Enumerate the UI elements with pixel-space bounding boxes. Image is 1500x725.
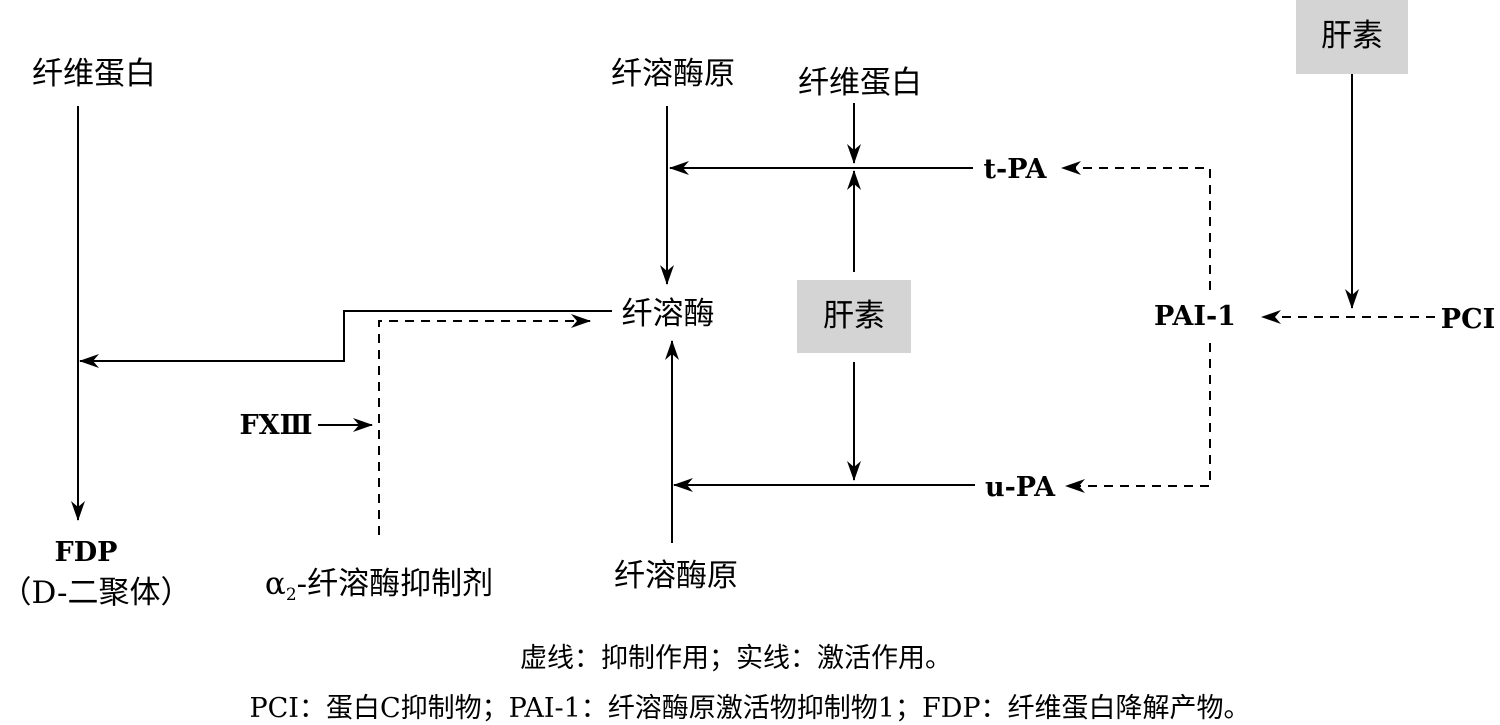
legend-line-types: 虚线：抑制作用；实线：激活作用。 <box>520 643 952 674</box>
a2-subscript: 2 <box>286 585 297 605</box>
fibrin-left-label: 纤维蛋白 <box>32 56 156 92</box>
tpa-label: t-PA <box>984 154 1048 185</box>
plasminogen-top-label: 纤溶酶原 <box>611 56 735 92</box>
activation-lines <box>71 74 1359 543</box>
dashed-pai1-to-upa <box>1065 343 1211 493</box>
heparin-box-top <box>1296 0 1408 74</box>
fdp-label: FDP <box>55 537 118 568</box>
heparin-mid-label: 肝素 <box>823 298 885 334</box>
pci-label: PCI <box>1441 304 1495 335</box>
heparin-top-label: 肝素 <box>1321 18 1383 54</box>
upa-label: u-PA <box>985 472 1056 503</box>
fibrin-mid-label: 纤维蛋白 <box>798 65 922 101</box>
plasmin-label: 纤溶酶 <box>622 296 715 332</box>
dashed-a2-to-plasmin <box>378 314 591 535</box>
arrow-plasmin-to-fdp <box>79 310 612 368</box>
plasminogen-bottom-label: 纤溶酶原 <box>614 558 738 594</box>
a2-alpha: α <box>265 566 286 602</box>
a2-rest: -纤溶酶抑制剂 <box>297 566 493 602</box>
fdp-sublabel: （D-二聚体） <box>1 575 192 611</box>
heparin-box-mid <box>797 280 911 353</box>
a2-antiplasmin-label: α2-纤溶酶抑制剂 <box>265 566 493 605</box>
fxiii-label: FXⅢ <box>240 410 313 441</box>
legend-abbreviations: PCI：蛋白C抑制物；PAI-1：纤溶酶原激活物抑制物1；FDP：纤维蛋白降解产… <box>249 693 1250 724</box>
dashed-pai1-to-tpa <box>1061 161 1211 290</box>
pai1-label: PAI-1 <box>1154 301 1236 332</box>
inhibition-lines <box>378 161 1435 535</box>
